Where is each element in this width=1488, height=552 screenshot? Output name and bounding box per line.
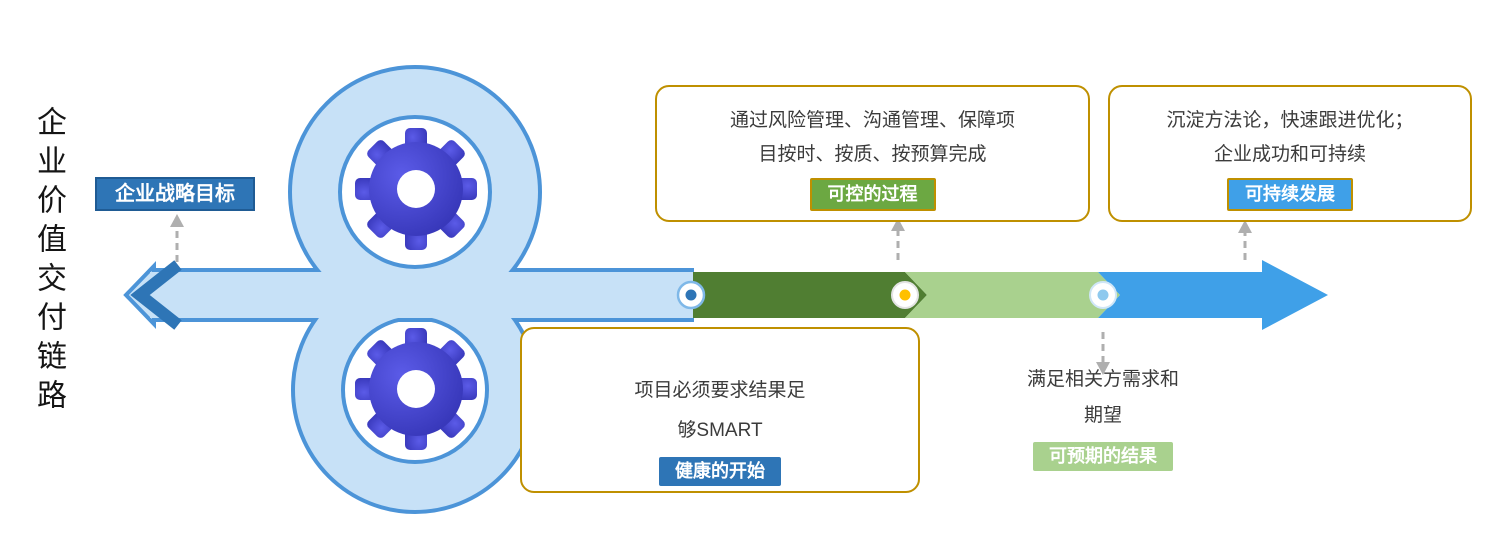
s-curve-ribbon-fill [150, 69, 700, 510]
process-badge: 可控的过程 [809, 178, 936, 211]
callout-process-line2: 目按时、按质、按预算完成 [758, 144, 987, 165]
callout-start-line2: 够SMART [677, 420, 763, 441]
start-badge: 健康的开始 [659, 457, 781, 486]
gear-icon [355, 328, 477, 450]
callout-start-box: 项目必须要求结果足 够SMART 健康的开始 [520, 327, 920, 493]
timeline-segment-light-green [905, 272, 1120, 318]
timeline-arrow-blue [1098, 260, 1328, 330]
callout-result-group: 满足相关方需求和 期望 可预期的结果 [1000, 362, 1206, 471]
sustain-badge: 可持续发展 [1227, 178, 1353, 211]
result-badge: 可预期的结果 [1033, 442, 1173, 471]
strategic-goal-badge: 企业战略目标 [95, 177, 255, 211]
callout-start-line1: 项目必须要求结果足 [634, 380, 806, 401]
callout-result-line1: 满足相关方需求和 [1026, 369, 1179, 390]
milestone-marker-3 [1089, 281, 1117, 309]
timeline-segment-dark-green [693, 272, 927, 318]
callout-sustain-line2: 企业成功和可持续 [1213, 144, 1366, 165]
callout-sustain-box: 沉淀方法论，快速跟进优化； 企业成功和可持续 可持续发展 [1108, 85, 1472, 222]
callout-process-box: 通过风险管理、沟通管理、保障项 目按时、按质、按预算完成 可控的过程 [655, 85, 1090, 222]
callout-process-line1: 通过风险管理、沟通管理、保障项 [729, 110, 1015, 131]
gear-icon [355, 128, 477, 250]
callout-sustain-line1: 沉淀方法论，快速跟进优化； [1166, 110, 1414, 131]
ribbon-start-chevron [130, 260, 182, 330]
milestone-marker-2 [891, 281, 919, 309]
callout-result-line2: 期望 [1083, 405, 1122, 426]
milestone-marker-1 [676, 280, 706, 310]
page-title: 企业价值交付链路 [32, 106, 65, 418]
